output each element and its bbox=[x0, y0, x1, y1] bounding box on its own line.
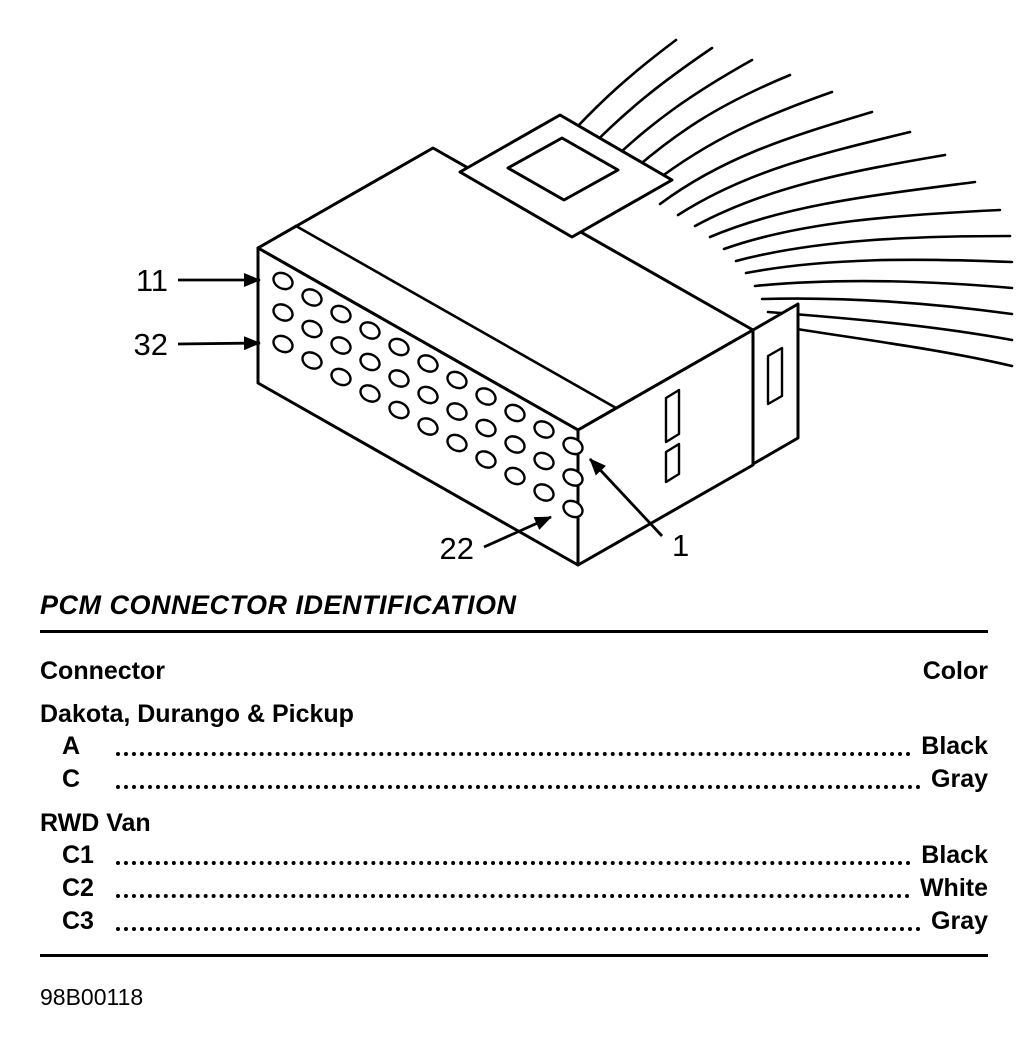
table-row: A Black bbox=[40, 730, 988, 763]
pin-hole bbox=[562, 499, 584, 519]
callout-pin-11: 11 bbox=[136, 263, 261, 298]
connector-label: C bbox=[62, 765, 81, 793]
pin-hole bbox=[475, 387, 497, 406]
pin-hole bbox=[562, 436, 584, 456]
pin-hole bbox=[388, 369, 410, 388]
table-row: C3 Gray bbox=[40, 905, 988, 938]
latch-tab bbox=[506, 136, 620, 202]
pin-hole bbox=[301, 351, 323, 370]
bottom-rule bbox=[40, 954, 988, 957]
pin-hole bbox=[330, 336, 352, 355]
column-header-connector: Connector bbox=[40, 657, 165, 685]
pin-hole bbox=[388, 337, 410, 357]
figure-code: 98B00118 bbox=[40, 984, 144, 1010]
callout-label-11: 11 bbox=[136, 263, 168, 298]
pin-hole bbox=[446, 433, 468, 453]
dot-leader bbox=[116, 861, 912, 865]
pin-hole bbox=[359, 321, 381, 340]
callout-pin-22: 22 bbox=[440, 515, 552, 566]
pin-hole bbox=[562, 468, 584, 487]
connector-label: A bbox=[62, 732, 81, 760]
column-header-color: Color bbox=[922, 657, 988, 685]
pin-hole bbox=[330, 367, 352, 387]
pin-hole bbox=[272, 303, 294, 322]
pin-hole bbox=[446, 402, 468, 421]
callout-pin-1: 1 bbox=[588, 458, 689, 563]
pin-hole bbox=[272, 334, 294, 354]
color-value: White bbox=[919, 874, 988, 902]
pin-hole bbox=[475, 418, 497, 438]
group-title-rwd-van: RWD Van bbox=[40, 809, 151, 837]
pin-hole bbox=[359, 384, 381, 403]
dot-leader bbox=[116, 927, 922, 931]
table-row: C2 White bbox=[40, 872, 988, 905]
pin-hole bbox=[446, 370, 468, 390]
top-step-band bbox=[256, 224, 618, 432]
callout-label-22: 22 bbox=[440, 531, 474, 566]
group-title-dakota: Dakota, Durango & Pickup bbox=[40, 700, 354, 728]
pin-hole bbox=[330, 304, 352, 324]
color-value: Black bbox=[921, 841, 988, 869]
connector-label: C3 bbox=[62, 907, 94, 935]
table-row: C Gray bbox=[40, 763, 988, 796]
side-slots bbox=[664, 346, 784, 484]
pin-hole bbox=[417, 354, 439, 373]
identification-section: PCM CONNECTOR IDENTIFICATION Connector C… bbox=[0, 590, 1026, 1011]
callout-pin-32: 32 bbox=[134, 327, 261, 362]
section-heading: PCM CONNECTOR IDENTIFICATION bbox=[40, 590, 517, 620]
pin-hole bbox=[533, 483, 555, 502]
color-value: Black bbox=[921, 732, 988, 760]
table-header-row: Connector Color bbox=[40, 655, 988, 687]
dot-leader bbox=[116, 752, 912, 756]
color-value: Gray bbox=[931, 765, 988, 793]
pin-hole bbox=[417, 385, 439, 405]
color-value: Gray bbox=[931, 907, 988, 935]
pin-hole bbox=[301, 288, 323, 307]
connector-label: C1 bbox=[62, 841, 94, 869]
pin-hole bbox=[504, 435, 526, 454]
pin-hole bbox=[504, 403, 526, 423]
pin-hole bbox=[504, 466, 526, 486]
table-row: C1 Black bbox=[40, 839, 988, 872]
pin-hole bbox=[417, 417, 439, 436]
pin-hole bbox=[388, 400, 410, 420]
pin-hole bbox=[475, 450, 497, 469]
wire-harness bbox=[554, 38, 1014, 368]
pin-hole bbox=[533, 420, 555, 439]
heading-rule bbox=[40, 630, 988, 633]
pin-hole bbox=[301, 319, 323, 339]
callouts: 11 32 22 1 bbox=[134, 263, 690, 566]
callout-label-1: 1 bbox=[672, 528, 689, 563]
pin-hole bbox=[533, 451, 555, 471]
pin-grid bbox=[272, 271, 584, 519]
pin-hole bbox=[272, 271, 294, 291]
dot-leader bbox=[116, 785, 922, 789]
pcm-connector-illustration: 11 32 22 1 bbox=[134, 38, 1014, 567]
pin-hole bbox=[359, 352, 381, 372]
connector-label: C2 bbox=[62, 874, 94, 902]
callout-label-32: 32 bbox=[134, 327, 168, 362]
dot-leader bbox=[116, 894, 910, 898]
